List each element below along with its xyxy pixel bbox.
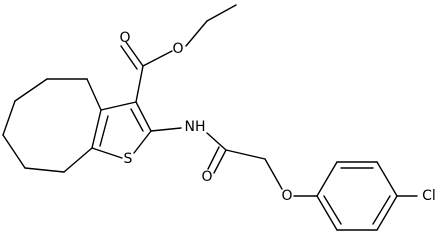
amide-linker	[150, 127, 318, 197]
bond-c3-c2-inner	[130, 108, 144, 132]
bond-ar-c6-c1-inner	[323, 195, 342, 225]
atom-label-ester-ether-o: O	[172, 41, 183, 57]
bond-nh-amide-c	[206, 132, 227, 151]
bond-amide-c-o-double-b	[207, 146, 220, 170]
bond-c6-c7	[2, 100, 16, 136]
bond-ar-c4-c5	[376, 195, 398, 231]
bond-ch2-ester-o	[185, 20, 208, 47]
atom-labels: O O NH S O O Cl	[119, 30, 435, 204]
atom-label-amide-carbonyl-o: O	[201, 169, 212, 185]
bond-c5-c6	[14, 78, 48, 102]
atom-label-thiophene-s: S	[124, 151, 133, 167]
bond-s-c2	[133, 130, 152, 154]
ethyl-ester-group	[120, 4, 237, 103]
atom-label-ester-carbonyl-o: O	[119, 30, 130, 46]
bond-c7-c8	[2, 134, 26, 169]
bond-c3-c2-double	[135, 101, 152, 132]
bond-ar-c1-c2	[316, 161, 338, 197]
cycloheptane-ring	[2, 78, 102, 173]
bond-c8-c9	[24, 167, 65, 173]
bond-ar-c6-c1	[316, 195, 338, 231]
bond-c3a-c4	[86, 78, 102, 111]
chlorophenyl-ring	[316, 161, 418, 231]
thiophene-ring	[91, 101, 152, 159]
bond-ch2-aryl-o	[264, 158, 283, 190]
bond-ar-c3-c4	[376, 161, 398, 197]
bond-c3-c3a	[100, 101, 137, 111]
bond-c9-c7a	[63, 147, 93, 173]
atom-label-chlorine: Cl	[422, 188, 436, 204]
bond-ester-o-carbonyl-c	[142, 50, 173, 67]
atom-label-aryl-ether-o: O	[281, 188, 292, 204]
bond-c7a-s	[91, 147, 123, 159]
bond-ar-c4-c5-inner	[372, 195, 391, 225]
bond-c2-nh	[150, 127, 182, 132]
bond-c3a-c7a-inner	[99, 115, 109, 147]
bond-carbonyl-c-o-double-b	[120, 45, 138, 70]
bond-c3a-c7a	[91, 109, 102, 149]
bond-ethyl-ch3-ch2	[206, 4, 237, 22]
bond-amide-c-ch2	[225, 149, 266, 160]
atom-label-amide-nh: NH	[185, 119, 206, 135]
bond-carbonyl-c-o-double-a	[125, 41, 144, 67]
bond-amide-c-o-double-a	[213, 149, 227, 174]
bond-carbonyl-c-c3	[135, 65, 144, 103]
